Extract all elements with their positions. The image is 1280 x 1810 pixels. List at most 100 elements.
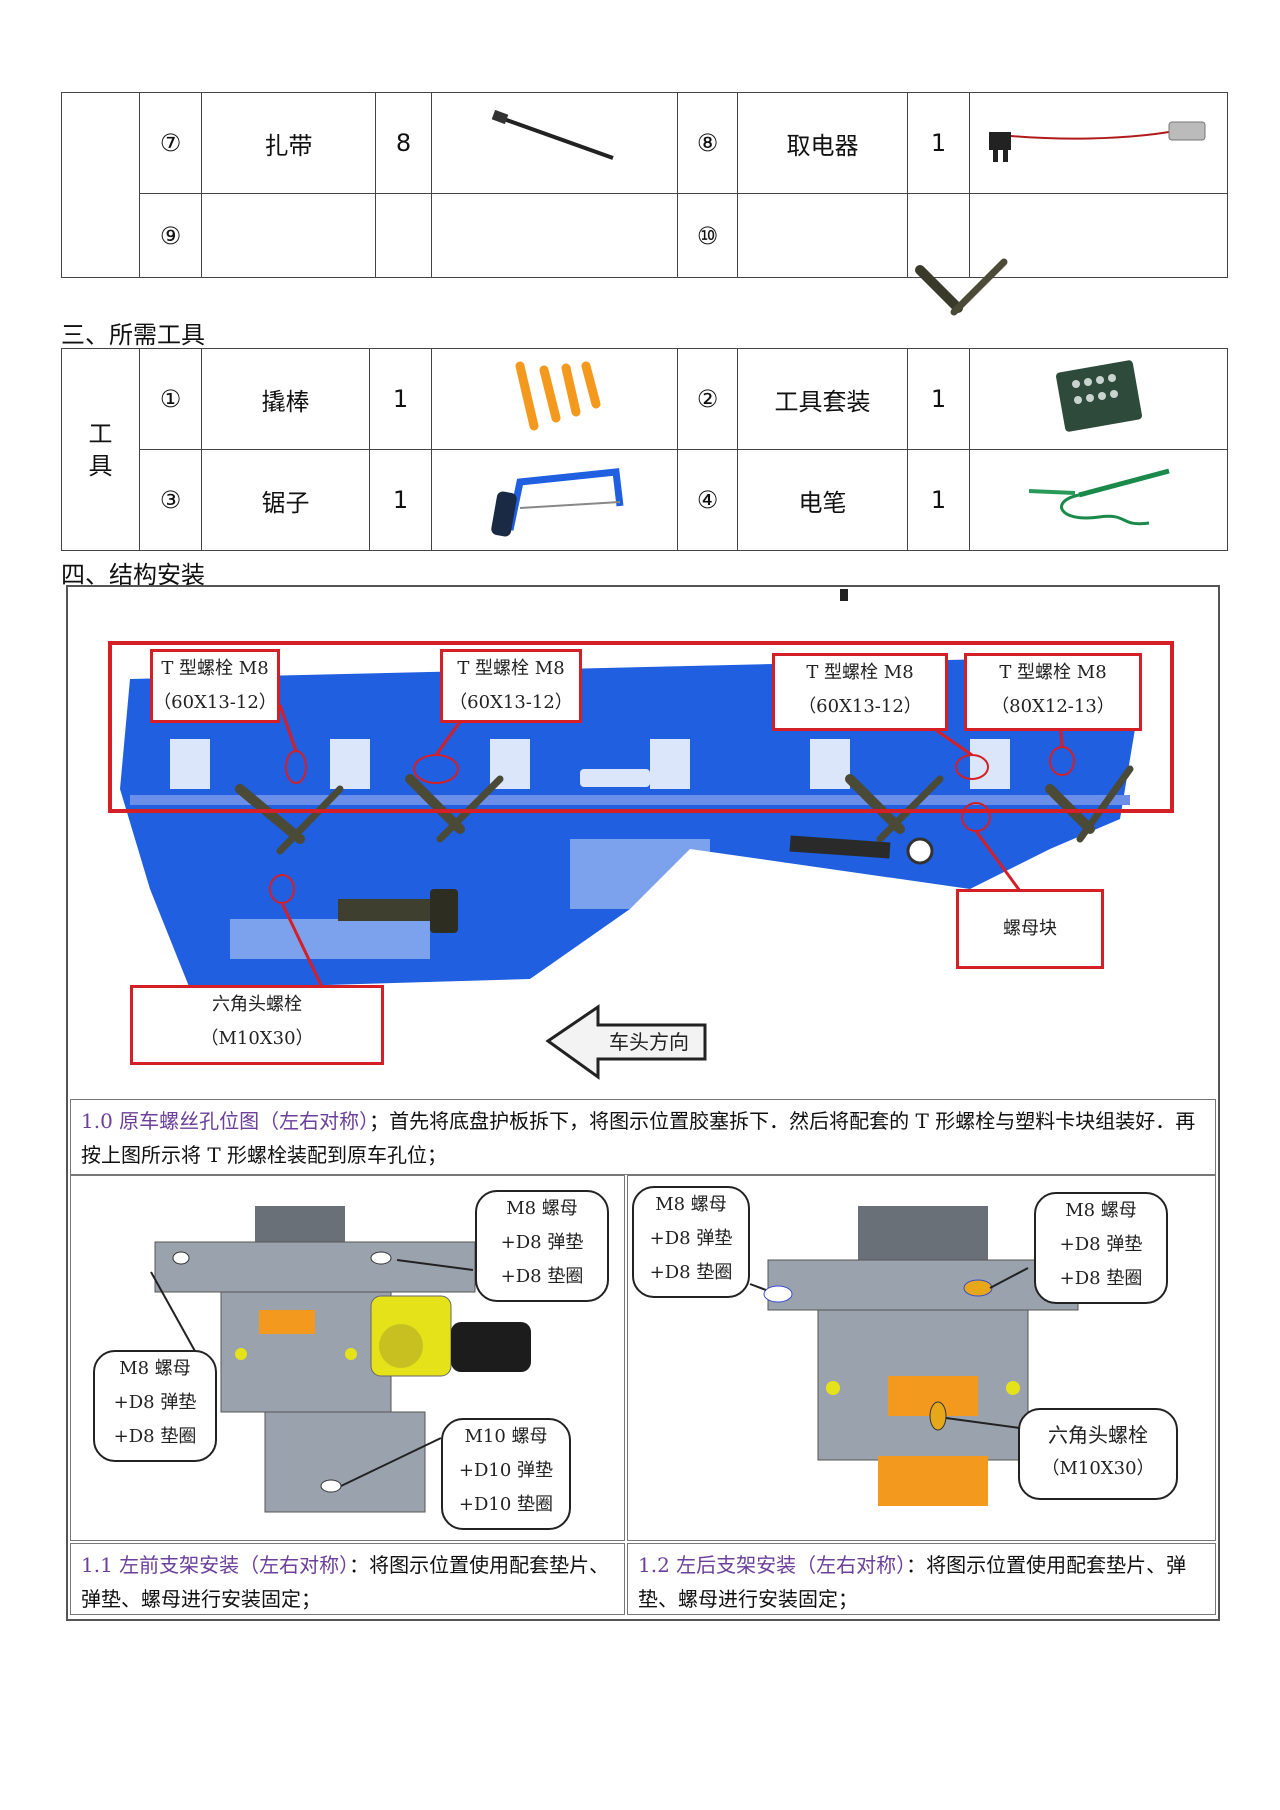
- label-line: T 型螺栓 M8: [161, 658, 269, 679]
- t-bolt-image: [915, 258, 1008, 316]
- front-bracket-illustration: [150, 1206, 531, 1513]
- caption-step-1-2-text: ：将图示位置使用配套垫片、弹垫、螺母进行安装固定；: [638, 1553, 1187, 1611]
- label-line: （80X12-13）: [991, 696, 1115, 717]
- label-line: （60X13-12）: [449, 692, 573, 713]
- nut-block-text: 螺母块: [1003, 918, 1057, 939]
- chassis-illustration: [108, 589, 1174, 1080]
- part-name: [201, 193, 376, 278]
- caption-step-1-1-title: 1.1 左前支架安装（左右对称）: [81, 1553, 350, 1577]
- nut-washer-bubble-left: M8 螺母 +D8 弹垫 +D8 垫圈: [632, 1186, 750, 1298]
- bubble-line: +D8 垫圈: [1059, 1268, 1143, 1289]
- part-number: ⑩: [677, 193, 738, 278]
- part-image-empty: [969, 193, 1228, 278]
- tool-qty: 1: [907, 348, 970, 450]
- caption-step-1-title: 1.0 原车螺丝孔位图（左右对称）: [81, 1109, 370, 1133]
- bubble-line: +D8 弹垫: [1059, 1234, 1143, 1255]
- part-qty: 8: [375, 92, 432, 194]
- t-bolt-label-4: T 型螺栓 M8 （80X12-13）: [964, 653, 1142, 731]
- front-bracket-diagram: M8 螺母 +D8 弹垫 +D8 垫圈 M8 螺母 +D8 弹垫 +D8 垫圈 …: [70, 1175, 625, 1541]
- caption-step-1-2-title: 1.2 左后支架安装（左右对称）: [638, 1553, 907, 1577]
- tools-category-label: 工具: [88, 419, 113, 480]
- fuse-tap-icon: [988, 121, 1205, 162]
- caption-step-1-1: 1.1 左前支架安装（左右对称）：将图示位置使用配套垫片、弹垫、螺母进行安装固定…: [70, 1543, 625, 1615]
- toolbox-icon: [1055, 360, 1142, 432]
- parts-table: ⑦ 扎带 8 ⑧ 取电器 1 ⑨ ⑩: [61, 92, 1228, 278]
- tools-section-title: 三、所需工具: [61, 321, 205, 349]
- pry-tool-image: [431, 348, 678, 450]
- caption-step-1-text: ；首先将底盘护板拆下，将图示位置胶塞拆下．然后将配套的 T 形螺栓与塑料卡块组装…: [81, 1109, 1196, 1167]
- tool-number: ②: [677, 348, 738, 450]
- rear-bracket-diagram: M8 螺母 +D8 弹垫 +D8 垫圈 M8 螺母 +D8 弹垫 +D8 垫圈 …: [627, 1175, 1216, 1541]
- hacksaw-icon: [490, 468, 623, 537]
- tools-category-cell: 工具: [61, 348, 140, 551]
- bubble-line: M8 螺母: [119, 1358, 191, 1379]
- tool-number: ④: [677, 449, 738, 551]
- bubble-line: 六角头螺栓: [1048, 1423, 1148, 1447]
- t-bolt-label-2: T 型螺栓 M8 （60X13-12）: [440, 649, 582, 723]
- part-qty: [375, 193, 432, 278]
- fuse-tap-image: [969, 92, 1228, 194]
- bubble-line: +D8 弹垫: [113, 1392, 197, 1413]
- hex-bolt-label: 六角头螺栓 （M10X30）: [130, 985, 384, 1065]
- label-line: （60X13-12）: [153, 692, 277, 713]
- label-line: 六角头螺栓: [212, 994, 302, 1015]
- label-line: T 型螺栓 M8: [806, 662, 914, 683]
- test-pen-image: [969, 449, 1228, 551]
- bubble-line: +D8 垫圈: [649, 1262, 733, 1283]
- tool-qty: 1: [369, 348, 432, 450]
- caption-step-1: 1.0 原车螺丝孔位图（左右对称）；首先将底盘护板拆下，将图示位置胶塞拆下．然后…: [70, 1099, 1216, 1175]
- tool-name: 工具套装: [737, 348, 908, 450]
- t-bolt-label-1: T 型螺栓 M8 （60X13-12）: [150, 649, 280, 723]
- part-number: ⑨: [139, 193, 202, 278]
- saw-image: [431, 449, 678, 551]
- structure-panel: [66, 585, 1220, 1621]
- chassis-diagram: T 型螺栓 M8 （60X13-12） T 型螺栓 M8 （60X13-12） …: [70, 589, 1214, 1095]
- part-number: ⑧: [677, 92, 738, 194]
- nut-block-label: 螺母块: [956, 889, 1104, 969]
- part-qty: [907, 193, 970, 278]
- part-number: ⑦: [139, 92, 202, 194]
- rear-bracket-illustration: [749, 1206, 1079, 1506]
- cable-tie-image: [431, 92, 678, 194]
- nut-washer-bubble-top: M8 螺母 +D8 弹垫 +D8 垫圈: [475, 1190, 609, 1302]
- nut-washer-bubble-right: M8 螺母 +D8 弹垫 +D8 垫圈: [1034, 1192, 1168, 1304]
- voltage-tester-icon: [1028, 468, 1170, 526]
- nut-washer-bubble-left: M8 螺母 +D8 弹垫 +D8 垫圈: [93, 1350, 217, 1462]
- tools-table: 工具 ① 撬棒 1 ② 工具套装 1 ③ 锯子: [61, 348, 1228, 551]
- tool-number: ③: [139, 449, 202, 551]
- direction-label: 车头方向: [609, 1030, 689, 1054]
- caption-step-1-2: 1.2 左后支架安装（左右对称）：将图示位置使用配套垫片、弹垫、螺母进行安装固定…: [627, 1543, 1216, 1615]
- structure-section-title: 四、结构安装: [61, 561, 205, 589]
- tool-qty: 1: [369, 449, 432, 551]
- bubble-line: +D10 垫圈: [458, 1494, 554, 1515]
- part-name: 扎带: [201, 92, 376, 194]
- tool-qty: 1: [907, 449, 970, 551]
- bubble-line: +D8 弹垫: [649, 1228, 733, 1249]
- t-bolt-label-3: T 型螺栓 M8 （60X13-12）: [772, 653, 948, 731]
- bubble-line: +D10 弹垫: [458, 1460, 554, 1481]
- bubble-line: M8 螺母: [655, 1194, 727, 1215]
- parts-category-cell: [61, 92, 140, 278]
- socket-set-image: [969, 348, 1228, 450]
- bubble-line: M8 螺母: [506, 1198, 578, 1219]
- pry-bar-icon: [515, 361, 600, 431]
- part-qty: 1: [907, 92, 970, 194]
- part-name: 取电器: [737, 92, 908, 194]
- bubble-line: （M10X30）: [1041, 1458, 1155, 1479]
- tool-number: ①: [139, 348, 202, 450]
- bubble-line: +D8 弹垫: [500, 1232, 584, 1253]
- part-image-empty: [431, 193, 678, 278]
- cable-tie-icon: [491, 109, 614, 160]
- hex-bolt-bubble: 六角头螺栓 （M10X30）: [1018, 1408, 1178, 1500]
- tool-name: 电笔: [737, 449, 908, 551]
- label-line: （M10X30）: [200, 1028, 314, 1049]
- nut-washer-bubble-bottom: M10 螺母 +D10 弹垫 +D10 垫圈: [441, 1418, 571, 1530]
- tool-name: 锯子: [201, 449, 370, 551]
- bubble-line: +D8 垫圈: [113, 1426, 197, 1447]
- tool-name: 撬棒: [201, 348, 370, 450]
- label-line: T 型螺栓 M8: [999, 662, 1107, 683]
- part-name: [737, 193, 908, 278]
- label-line: （60X13-12）: [798, 696, 922, 717]
- label-line: T 型螺栓 M8: [457, 658, 565, 679]
- bubble-line: M8 螺母: [1065, 1200, 1137, 1221]
